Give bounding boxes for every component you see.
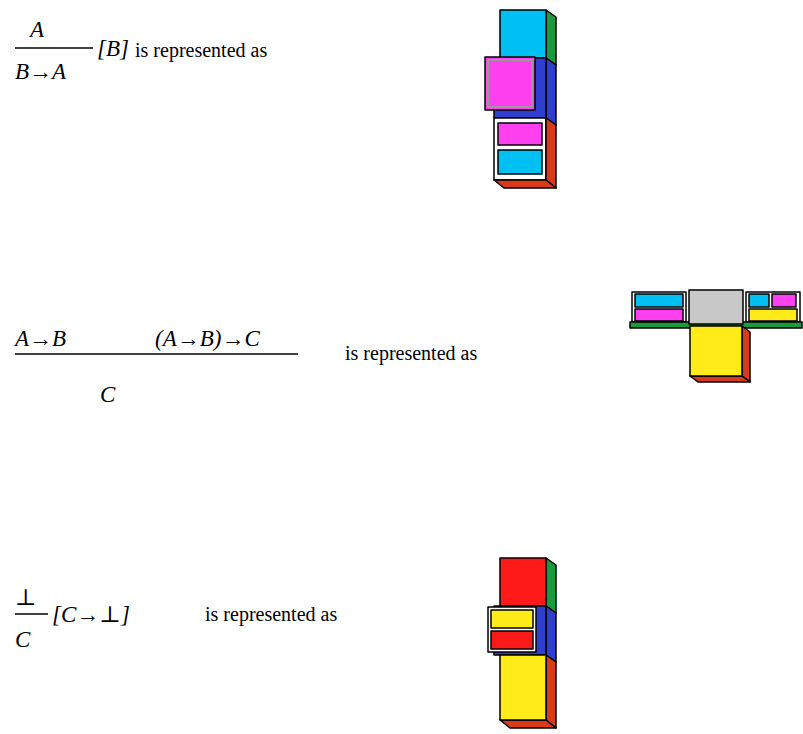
block-piece [690, 376, 750, 382]
block-piece [485, 57, 535, 110]
block-piece [500, 655, 546, 720]
block-piece [749, 309, 797, 321]
block-piece [500, 10, 546, 58]
block-piece [491, 631, 533, 649]
premise-formula: (A→B)→C [155, 327, 260, 350]
block-piece [546, 655, 556, 728]
discharged-assumption: [C→⊥] [52, 603, 130, 626]
premise-formula: ⊥ [15, 586, 37, 609]
block-piece [689, 290, 743, 324]
block-piece [494, 118, 546, 180]
inference-line [15, 353, 298, 355]
block-piece [546, 118, 556, 188]
block-piece [488, 607, 536, 652]
block-piece [772, 294, 796, 307]
conclusion-formula: C [100, 383, 115, 406]
block-piece [500, 720, 556, 728]
block-figure [485, 10, 556, 188]
block-piece [500, 558, 546, 606]
conclusion-formula: B→A [15, 60, 66, 83]
block-piece [546, 606, 556, 662]
block-piece [746, 292, 800, 322]
caption-text: is represented as [135, 40, 267, 60]
block-piece [749, 294, 769, 307]
premise-formula: A→B [15, 327, 66, 350]
caption-text: is represented as [205, 604, 337, 624]
block-piece [494, 180, 556, 188]
block-piece [742, 326, 750, 382]
block-piece [546, 10, 556, 65]
block-piece [635, 294, 683, 307]
block-piece [491, 610, 533, 628]
inference-line [15, 47, 93, 49]
caption-text: is represented as [345, 343, 477, 363]
block-piece [546, 58, 556, 125]
block-piece [498, 123, 542, 145]
inference-rule [15, 48, 298, 614]
block-piece [635, 309, 683, 321]
premise-formula: A [30, 18, 44, 41]
discharged-assumption: [B] [97, 37, 129, 60]
inference-line [15, 613, 48, 615]
block-piece [690, 326, 742, 376]
block-figure [488, 558, 556, 728]
block-piece [546, 558, 556, 613]
block-figure [630, 290, 802, 382]
block-piece [632, 292, 686, 322]
block-piece [498, 150, 542, 174]
conclusion-formula: C [15, 628, 30, 651]
block-piece [488, 60, 532, 107]
